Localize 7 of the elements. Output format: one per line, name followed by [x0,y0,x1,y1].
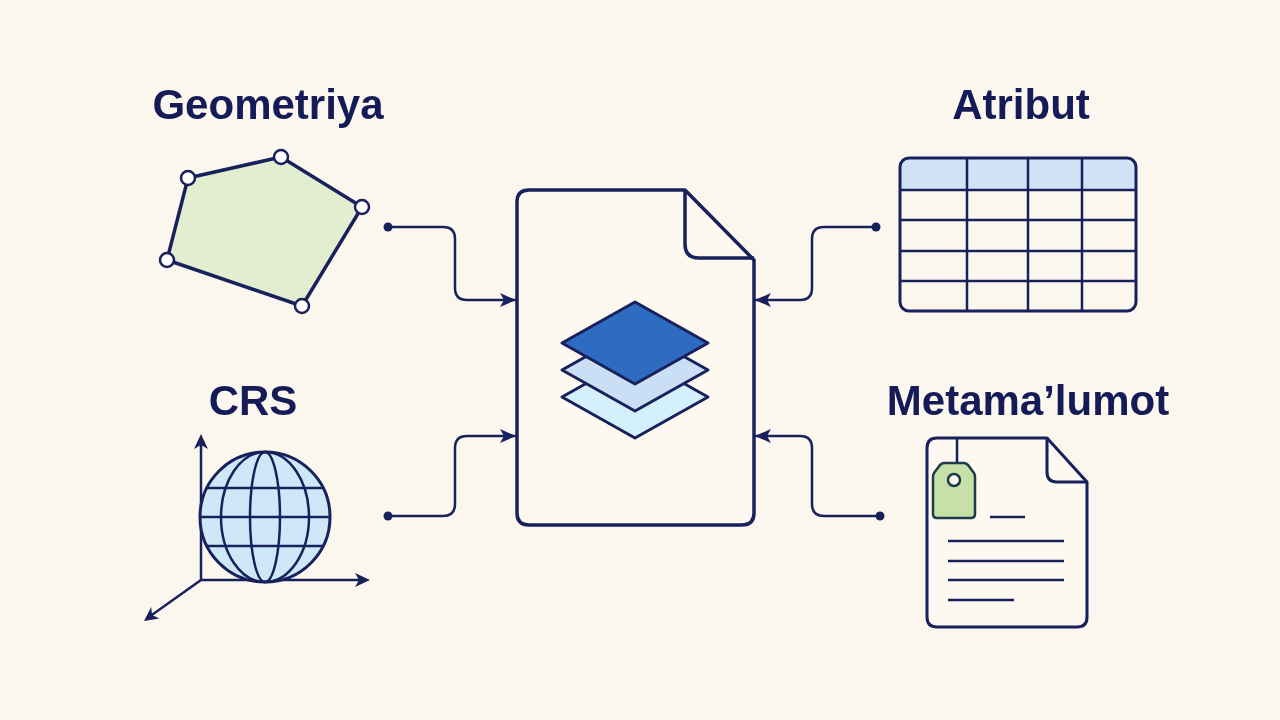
connector-arrow [383,222,517,307]
heading-text: Atribut [952,80,1090,130]
heading-text: CRS [208,376,298,426]
file-layers-illustration [515,188,756,527]
heading-text: Geometriya [152,80,384,130]
heading-text: Metama’lumot [886,376,1170,426]
connector-arrow [383,429,517,521]
